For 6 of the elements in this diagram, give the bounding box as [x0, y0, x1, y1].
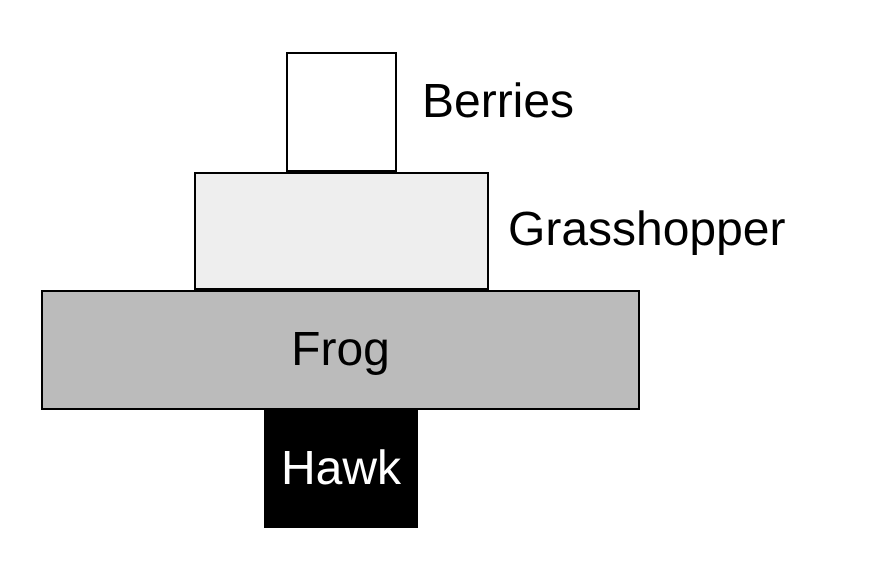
level-box — [41, 290, 640, 410]
level-label: Berries — [422, 78, 574, 126]
level-box — [264, 410, 418, 528]
level-label: Hawk — [280, 445, 402, 493]
level-label: Frog — [291, 326, 390, 374]
level-label: Grasshopper — [508, 206, 786, 254]
